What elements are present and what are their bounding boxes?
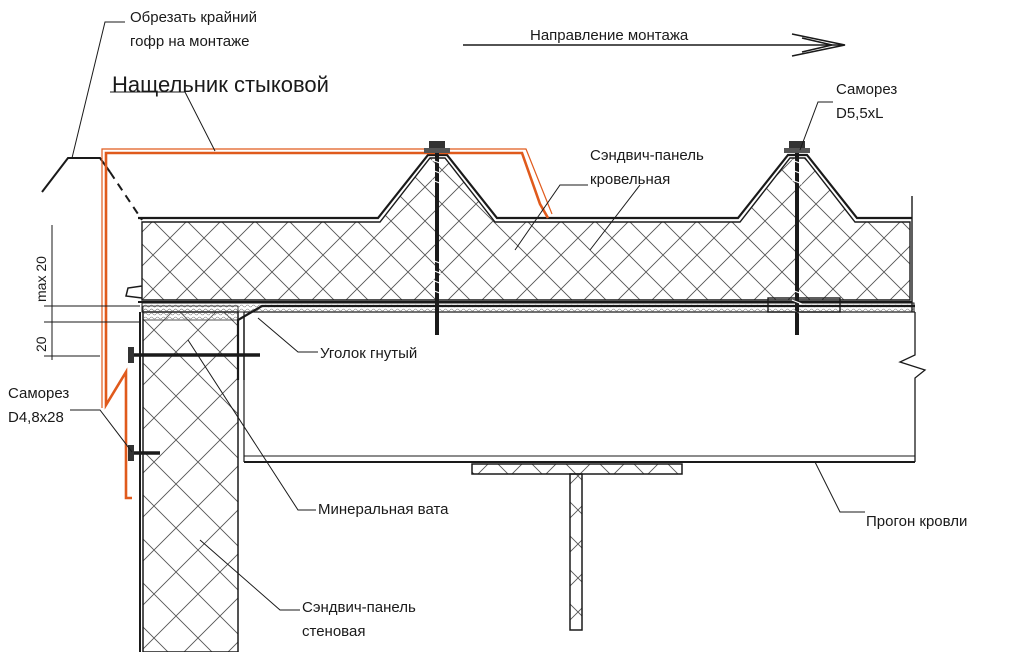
cut-corrugation-outline <box>41 157 111 193</box>
roof-panel-edge-hook <box>125 285 143 299</box>
roof-panel-core <box>141 157 911 301</box>
leader-wall-panel <box>199 539 300 611</box>
label-purlin: Прогон кровли <box>866 513 967 530</box>
leader-screw-left <box>70 409 133 453</box>
leader-cut-corrugation <box>71 21 125 159</box>
label-roof-panel-2: кровельная <box>590 171 670 188</box>
cut-corrugation-dashed <box>109 171 143 221</box>
dim-max-gap: max 20 <box>33 256 49 302</box>
leader-roof-panel-b <box>589 184 641 251</box>
mineral-wool <box>142 305 239 321</box>
label-angle: Уголок гнутый <box>320 345 417 362</box>
t-beam-web <box>569 473 583 631</box>
roof-panel-top-sheet <box>138 153 912 220</box>
leader-mineral-wool <box>187 339 316 511</box>
label-cut-corrugation-2: гофр на монтаже <box>130 33 250 50</box>
direction-arrow <box>463 33 846 57</box>
label-ridge-flashing: Нащельник стыковой <box>112 72 329 97</box>
screw-top-right <box>767 141 841 335</box>
leader-ridge-flashing <box>110 91 216 152</box>
purlin-break-line <box>898 312 927 462</box>
ridge-flashing-outer <box>101 148 553 408</box>
screw-top-left <box>424 141 450 335</box>
leader-lines <box>70 21 865 611</box>
label-screw-left-1: Саморез <box>8 385 69 402</box>
label-screw-left-2: D4,8x28 <box>8 409 64 426</box>
label-wall-panel-2: стеновая <box>302 623 365 640</box>
label-mineral-wool: Минеральная вата <box>318 501 449 518</box>
label-cut-corrugation-1: Обрезать крайний <box>130 9 257 26</box>
ridge-flashing <box>104 151 550 500</box>
label-roof-panel-1: Сэндвич-панель <box>590 147 704 164</box>
leader-purlin <box>814 461 865 513</box>
screw-wall <box>128 445 160 461</box>
bent-angle <box>236 304 915 380</box>
label-screw-top-2: D5,5xL <box>836 105 884 122</box>
label-screw-top-1: Саморез <box>836 81 897 98</box>
leader-roof-panel-a <box>514 184 588 251</box>
label-wall-panel-1: Сэндвич-панель <box>302 599 416 616</box>
label-direction: Направление монтажа <box>530 27 689 44</box>
screw-angle <box>128 347 260 363</box>
t-beam-flange <box>471 463 683 475</box>
wall-panel <box>142 311 239 652</box>
dim-gap: 20 <box>33 336 49 352</box>
leader-screw-top <box>799 101 833 151</box>
leader-angle <box>257 317 318 353</box>
